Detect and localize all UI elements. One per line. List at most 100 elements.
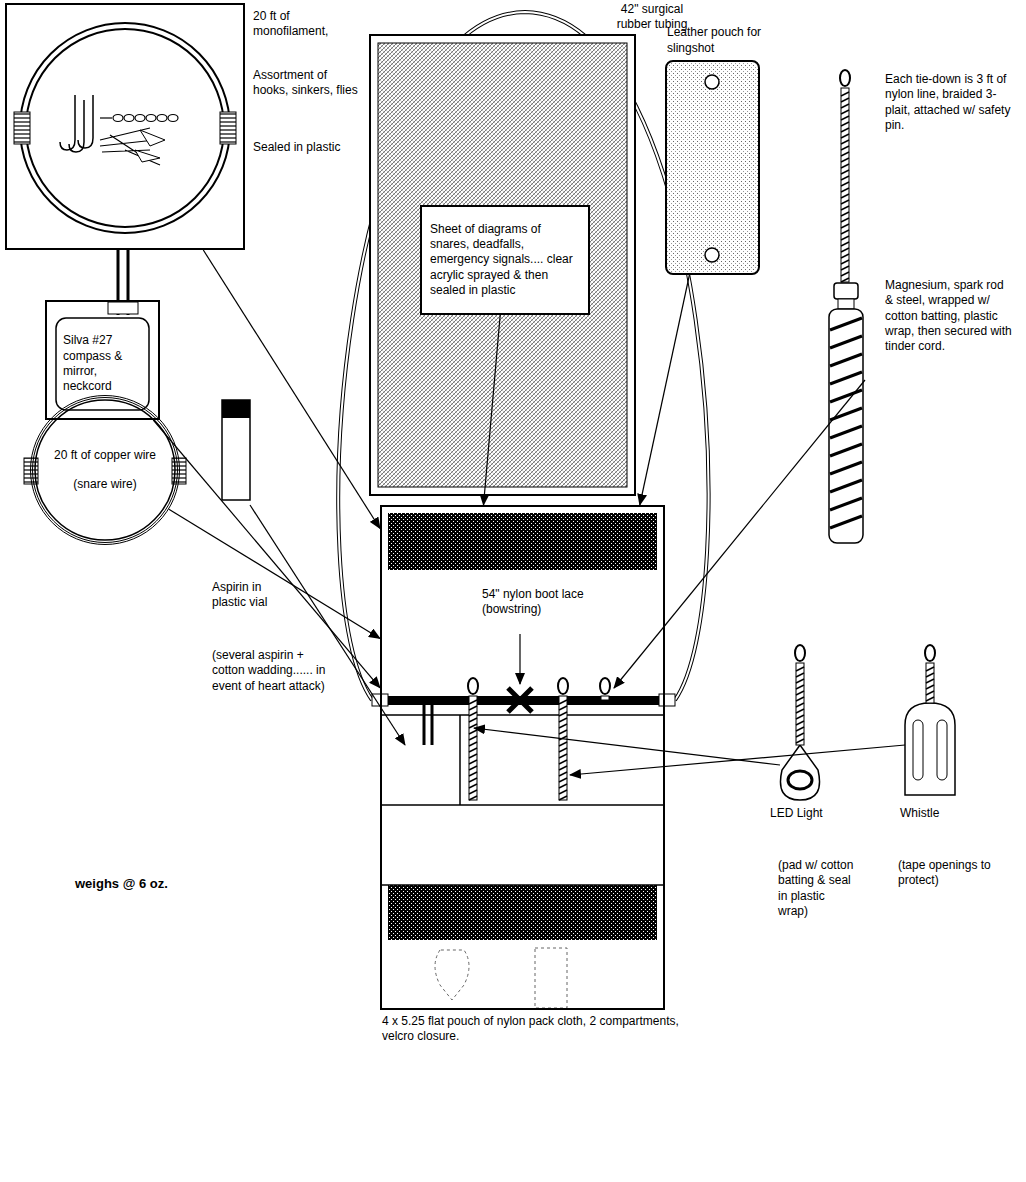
- braid-stroke: [559, 772, 567, 776]
- braid-stroke: [559, 748, 567, 752]
- note-text: Each tie-down is 3 ft of nylon line, bra…: [885, 72, 1013, 133]
- pouch-hole: [705, 248, 719, 262]
- braid-stroke: [469, 754, 477, 758]
- spiral-wrap: [830, 516, 862, 528]
- braid-stroke: [559, 796, 567, 800]
- braid-stroke: [926, 679, 934, 683]
- braid-stroke: [841, 128, 849, 132]
- braid-stroke: [469, 784, 477, 788]
- braid-stroke: [841, 236, 849, 240]
- braid-stroke: [559, 706, 567, 710]
- tie-braid: [841, 88, 849, 282]
- braid-stroke: [926, 691, 934, 695]
- braid-stroke: [841, 266, 849, 270]
- spiral-wrap: [830, 444, 862, 456]
- tie-ring: [840, 70, 850, 86]
- tie-braid: [796, 663, 804, 745]
- tie-ring: [468, 678, 478, 694]
- tie-ring: [795, 645, 805, 661]
- braid-stroke: [841, 224, 849, 228]
- braid-stroke: [926, 685, 934, 689]
- braid-stroke: [841, 92, 849, 96]
- braid-stroke: [469, 790, 477, 794]
- spiral-wrap: [830, 462, 862, 474]
- note-text: Assortment of hooks, sinkers, flies: [253, 68, 365, 99]
- fishing-kit: [14, 23, 236, 233]
- braid-stroke: [469, 730, 477, 734]
- leather-fill: [667, 62, 758, 273]
- braid-stroke: [841, 194, 849, 198]
- braid-stroke: [926, 673, 934, 677]
- spiral-wrap: [830, 354, 862, 366]
- tie-ring: [600, 678, 610, 694]
- tie-braid: [559, 696, 567, 800]
- pouch-hole: [705, 75, 719, 89]
- tie-braid: [926, 663, 934, 703]
- braid-stroke: [559, 700, 567, 704]
- braid-stroke: [796, 703, 804, 707]
- braid-stroke: [841, 116, 849, 120]
- spark-rod: [829, 283, 863, 543]
- braid-stroke: [841, 230, 849, 234]
- braid-stroke: [841, 188, 849, 192]
- tie-ring: [558, 678, 568, 694]
- braid-stroke: [559, 718, 567, 722]
- spiral-wrap: [830, 390, 862, 402]
- braid-stroke: [841, 146, 849, 150]
- braid-stroke: [841, 278, 849, 282]
- tie-braid: [469, 696, 477, 800]
- whistle: [905, 703, 955, 795]
- copper-wire-coil: 20 ft of copper wire (snare wire): [30, 395, 180, 545]
- braid-stroke: [796, 715, 804, 719]
- braid-stroke: [469, 778, 477, 782]
- rubber-tubing-inner: [338, 12, 708, 700]
- braid-stroke: [559, 766, 567, 770]
- braid-stroke: [559, 712, 567, 716]
- fishing-kit-notes: 20 ft of monofilament,Assortment of hook…: [253, 9, 365, 156]
- compass-text: Silva #27 compass & mirror, neckcord: [63, 333, 142, 394]
- diagram-sheet-box: Sheet of diagrams of snares, deadfalls, …: [420, 205, 590, 315]
- braid-stroke: [469, 724, 477, 728]
- aspirin-vial: [222, 400, 250, 500]
- braid-stroke: [559, 730, 567, 734]
- braid-stroke: [841, 140, 849, 144]
- part-label: Aspirin in plastic vial: [212, 580, 272, 611]
- braid-stroke: [559, 784, 567, 788]
- braid-stroke: [841, 110, 849, 114]
- braid-stroke: [841, 206, 849, 210]
- wire-text: (snare wire): [73, 477, 136, 492]
- braid-stroke: [841, 104, 849, 108]
- braid-stroke: [841, 98, 849, 102]
- braid-stroke: [796, 727, 804, 731]
- connector-arrow: [640, 275, 690, 505]
- braid-stroke: [841, 248, 849, 252]
- rubber-tubing: [338, 12, 708, 700]
- braid-stroke: [796, 685, 804, 689]
- compass-box: Silva #27 compass & mirror, neckcord: [45, 300, 160, 420]
- braid-stroke: [469, 706, 477, 710]
- spiral-wrap: [830, 372, 862, 384]
- part-label: LED Light: [770, 806, 860, 821]
- braid-stroke: [559, 754, 567, 758]
- note-text: (several aspirin + cotton wadding...... …: [212, 648, 332, 694]
- pouch-caption: 4 x 5.25 flat pouch of nylon pack cloth,…: [382, 1014, 682, 1045]
- braid-stroke: [841, 182, 849, 186]
- wire-text: 20 ft of copper wire: [54, 448, 156, 463]
- braid-stroke: [796, 667, 804, 671]
- connector-arrow: [203, 250, 380, 529]
- tie-braid: [601, 696, 609, 700]
- braid-stroke: [841, 200, 849, 204]
- note-text: Magnesium, spark rod & steel, wrapped w/…: [885, 278, 1013, 355]
- braid-stroke: [796, 697, 804, 701]
- braid-stroke: [559, 790, 567, 794]
- braid-stroke: [469, 748, 477, 752]
- braid-stroke: [559, 760, 567, 764]
- braid-stroke: [796, 733, 804, 737]
- braid-stroke: [559, 778, 567, 782]
- spiral-wrap: [830, 336, 862, 348]
- bowstring-label: 54" nylon boot lace (bowstring): [482, 587, 594, 618]
- braid-stroke: [841, 164, 849, 168]
- tie-ring: [925, 645, 935, 661]
- leader-line: [250, 380, 905, 775]
- braid-stroke: [841, 254, 849, 258]
